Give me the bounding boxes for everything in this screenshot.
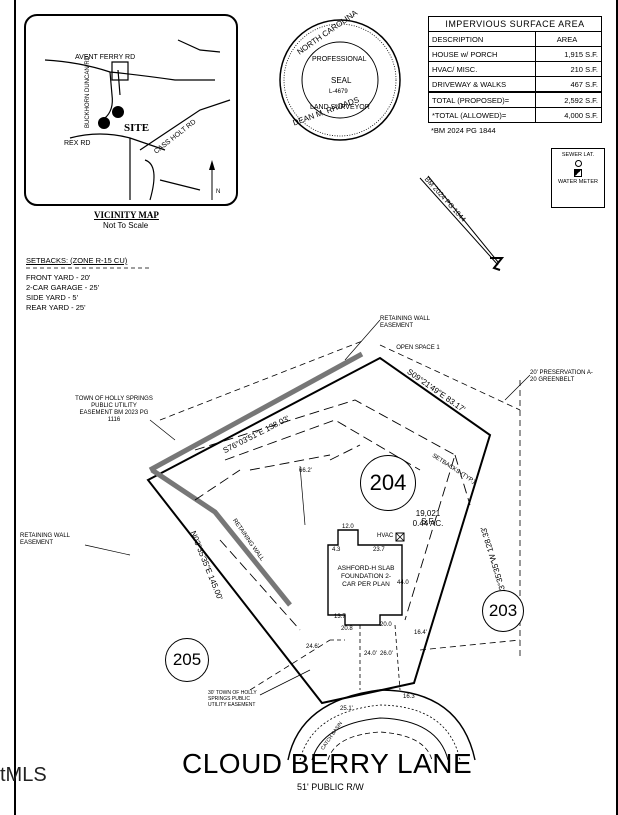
dim-label: 23.7 (373, 547, 385, 553)
dim-label: 13.7 (334, 614, 346, 620)
lot-205-badge: 205 (165, 638, 209, 682)
preservation-label: 20' PRESERVATION A-20 GREENBELT (530, 370, 593, 383)
dim-label: 12.0 (342, 524, 354, 530)
setbacks-title: SETBACKS: (ZONE R-15 CU) (26, 256, 128, 265)
lot-number: 205 (172, 650, 202, 669)
dim-label: 24.6' (306, 644, 319, 650)
row-area: 467 S.F. (570, 79, 598, 89)
utility-legend: SEWER LAT. WATER METER (551, 148, 605, 208)
open-space-label: OPEN SPACE 1 (396, 345, 440, 351)
retaining-easement-left: RETAINING WALL EASEMENT (20, 533, 70, 546)
seal-inner-bottom: LAND SURVEYOR (310, 104, 370, 111)
impervious-surface-table: IMPERVIOUS SURFACE AREA DESCRIPTION AREA… (428, 16, 602, 123)
hvac-label: HVAC (377, 533, 394, 539)
dim-label: 26.0' (380, 651, 393, 657)
lot-number: 204 (369, 470, 407, 495)
seal-number: L-4679 (329, 89, 348, 95)
seal-center: SEAL (331, 76, 352, 85)
vicinity-map-subtitle: Not To Scale (103, 221, 149, 230)
dim-label: 20.8 (341, 626, 353, 632)
row-desc: TOTAL (PROPOSED)= (429, 93, 536, 107)
mls-watermark: tMLS (0, 764, 47, 786)
sewer-label: SEWER LAT. (561, 152, 595, 158)
utility-easement-label: TOWN OF HOLLY SPRINGS PUBLIC UTILITY EAS… (75, 396, 153, 423)
front-easement-label: 30' TOWN OF HOLLY SPRINGS PUBLIC UTILITY… (208, 690, 257, 708)
table-title: IMPERVIOUS SURFACE AREA (445, 19, 585, 29)
dim-label: 20.0 (380, 622, 392, 628)
row-desc: *TOTAL (ALLOWED)= (429, 108, 536, 122)
lot-acres: 0.44 AC. (412, 519, 444, 528)
north-label: N (216, 189, 221, 195)
row-desc: HOUSE w/ PORCH (429, 47, 536, 61)
dim-label: 16.3' (403, 694, 416, 700)
row-desc: HVAC/ MISC. (429, 62, 536, 76)
page-border (14, 0, 618, 815)
dim-label: 66.2' (299, 468, 312, 474)
col-area: AREA (556, 34, 578, 44)
right-of-way: 51' PUBLIC R/W (297, 782, 364, 792)
seal-inner-top: PROFESSIONAL (312, 56, 367, 63)
dim-label: 25.1' (340, 706, 353, 712)
col-description: DESCRIPTION (429, 32, 536, 46)
row-area: 210 S.F. (570, 64, 598, 74)
table-row: HOUSE w/ PORCH 1,915 S.F. (429, 46, 601, 61)
table-row: HVAC/ MISC. 210 S.F. (429, 61, 601, 76)
row-area: 4,000 S.F. (564, 110, 598, 120)
dim-label: 24.0' (364, 651, 377, 657)
vicinity-road-label: AVENT FERRY RD (75, 54, 136, 61)
setback-item: REAR YARD - 25' (26, 303, 86, 312)
water-meter-icon (574, 169, 582, 177)
house-label: ASHFORD-H SLAB FOUNDATION 2-CAR PER PLAN (337, 565, 395, 588)
setback-item: SIDE YARD - 5' (26, 293, 79, 302)
vicinity-road-label: REX RD (64, 140, 91, 147)
retaining-easement-top: RETAINING WALL EASEMENT (380, 316, 430, 329)
sewer-icon (574, 160, 582, 167)
row-area: 2,592 S.F. (564, 95, 598, 105)
site-label: SITE (124, 122, 150, 134)
table-row: DRIVEWAY & WALKS 467 S.F. (429, 76, 601, 91)
dim-label: 4.3 (332, 547, 341, 553)
dim-label: 44.0 (397, 580, 409, 586)
row-desc: DRIVEWAY & WALKS (429, 77, 536, 91)
street-name: CLOUD BERRY LANE (182, 748, 473, 779)
water-label: WATER METER (557, 179, 599, 185)
vicinity-map-title: VICINITY MAP (94, 210, 159, 220)
lot-area: 19,021 S.F. (415, 509, 441, 526)
dim-label: 16.4' (414, 630, 427, 636)
vicinity-road-label: BUCKHORN DUNCAN RD (85, 55, 91, 128)
lot-203-badge: 203 (482, 590, 524, 632)
lot-204-badge: 204 (360, 455, 416, 511)
table-row: TOTAL (PROPOSED)= 2,592 S.F. (429, 91, 601, 107)
table-row: *TOTAL (ALLOWED)= 4,000 S.F. (429, 107, 601, 122)
table-header-row: DESCRIPTION AREA (429, 31, 601, 46)
row-area: 1,915 S.F. (564, 49, 598, 59)
lot-number: 203 (488, 601, 518, 620)
setback-item: 2-CAR GARAGE - 25' (26, 283, 100, 292)
table-footnote: *BM 2024 PG 1844 (431, 126, 496, 135)
setback-item: FRONT YARD - 20' (26, 273, 91, 282)
